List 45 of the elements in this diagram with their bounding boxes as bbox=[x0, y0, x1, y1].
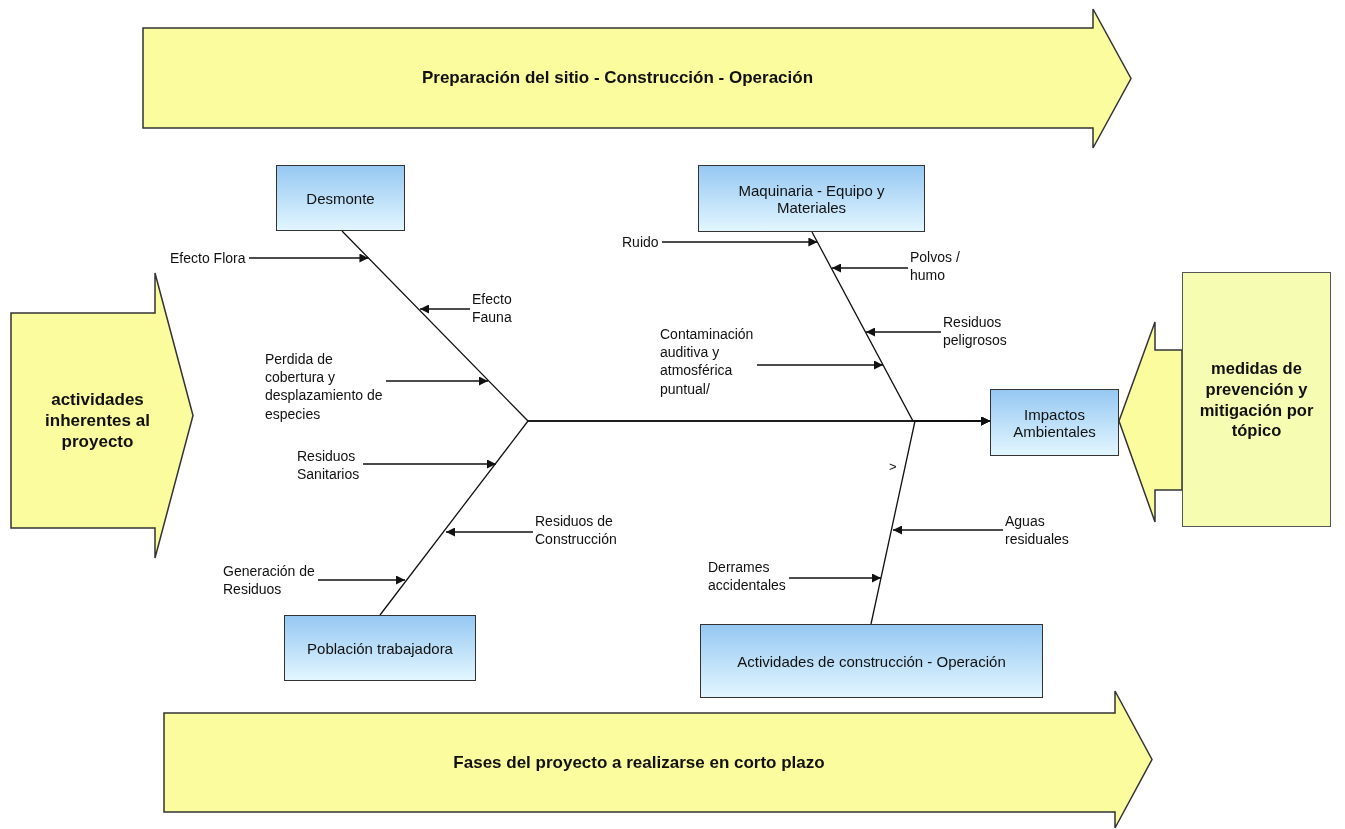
category-box bbox=[698, 165, 925, 232]
block-arrow bbox=[163, 690, 1153, 829]
note-panel bbox=[1182, 272, 1331, 527]
arrow-label: Fases del proyecto a realizarse en corto plazo bbox=[452, 751, 826, 774]
cause-label: Residuos de Construcción bbox=[535, 512, 618, 549]
cause-arrow bbox=[756, 360, 884, 370]
cause-arrow bbox=[248, 253, 370, 263]
category-box bbox=[284, 615, 476, 681]
cause-label: Efecto Flora bbox=[170, 249, 247, 268]
box-label: Impactos Ambientales bbox=[1012, 405, 1097, 440]
cause-label: Generación de Residuos bbox=[223, 562, 316, 599]
block-arrow-connector bbox=[1118, 321, 1183, 523]
cause-label: Residuos peligrosos bbox=[943, 313, 1008, 350]
cause-label: Polvos / humo bbox=[910, 248, 961, 285]
cause-arrow bbox=[661, 237, 818, 247]
cause-arrow bbox=[831, 263, 909, 273]
arrow-label: Preparación del sitio - Construcción - Operación bbox=[420, 67, 815, 90]
cause-label: Residuos Sanitarios bbox=[297, 447, 361, 484]
box-label: Actividades de construcción - Operación bbox=[737, 652, 1006, 670]
category-box bbox=[990, 389, 1119, 456]
category-box bbox=[276, 165, 405, 231]
cause-arrow bbox=[362, 459, 497, 469]
cause-label: Contaminación auditiva y atmosférica puntual/ bbox=[660, 325, 755, 398]
cause-arrow bbox=[892, 525, 1004, 535]
block-arrow bbox=[10, 272, 194, 559]
cause-arrow bbox=[445, 527, 534, 537]
cause-label: Efecto Fauna bbox=[472, 290, 513, 327]
arrow-label: actividades inherentes al proyecto bbox=[44, 388, 151, 454]
box-label: Población trabajadora bbox=[307, 639, 453, 657]
cause-label: Ruido bbox=[622, 233, 660, 252]
cause-label: Aguas residuales bbox=[1005, 512, 1070, 549]
block-arrow bbox=[142, 8, 1132, 149]
box-label: Desmonte bbox=[306, 189, 375, 207]
category-box bbox=[700, 624, 1043, 698]
cause-arrow bbox=[385, 376, 489, 386]
bone-mark-label: > bbox=[889, 459, 897, 474]
cause-label: Perdida de cobertura y desplazamiento de especies bbox=[265, 350, 384, 423]
box-label: Maquinaria - Equipo y Materiales bbox=[737, 181, 886, 216]
cause-arrow bbox=[788, 573, 882, 583]
cause-arrow bbox=[419, 304, 471, 314]
cause-arrow bbox=[865, 327, 942, 337]
box-label: medidas de prevención y mitigación por tópico bbox=[1198, 358, 1315, 441]
fishbone-arrow bbox=[870, 416, 991, 625]
cause-label: Derrames accidentales bbox=[708, 558, 787, 595]
cause-arrow bbox=[317, 575, 406, 585]
